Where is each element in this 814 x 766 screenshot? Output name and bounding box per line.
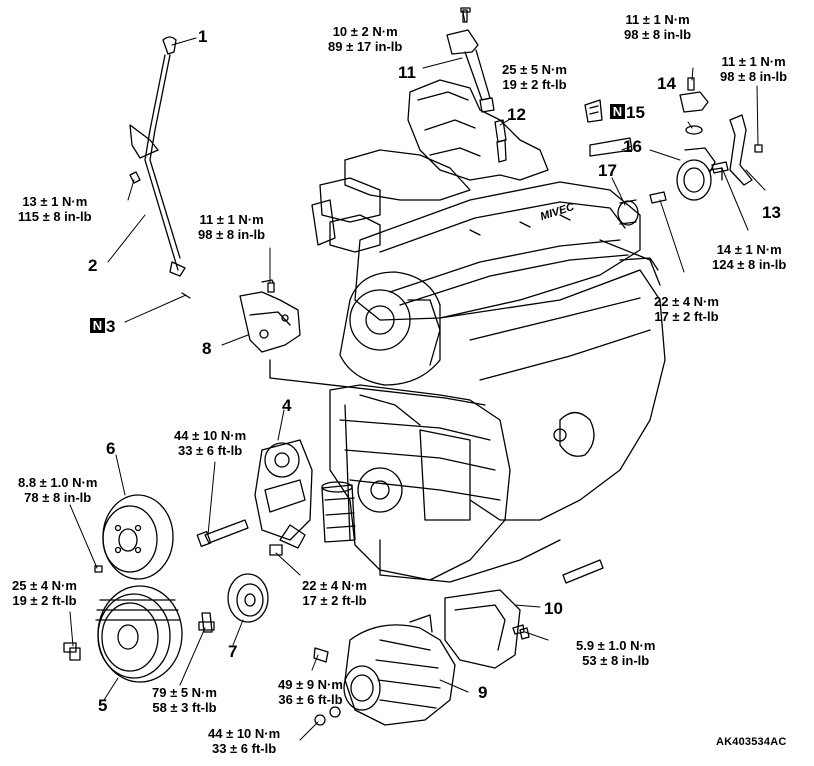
engine-block: [269, 79, 666, 583]
callout-13: 13: [762, 203, 781, 222]
new-part-mark: N: [610, 104, 625, 119]
bracket: [239, 291, 301, 353]
new-part-mark: N: [90, 318, 105, 333]
callout-1: 1: [198, 27, 208, 46]
callout-8: 8: [202, 339, 212, 358]
alternator: [343, 614, 456, 726]
callout-4: 4: [282, 396, 292, 415]
callout-2: 2: [88, 256, 98, 275]
callout-14: 14: [657, 74, 676, 93]
alternator-bracket: [444, 589, 521, 669]
sensor-bracket: [729, 114, 753, 186]
damper-pulley: [102, 494, 174, 580]
document-code: AK403534AC: [716, 736, 787, 748]
idler-pulley: [227, 573, 269, 623]
collar: [617, 199, 639, 226]
throttle-body: [589, 137, 723, 201]
spark-plug: [494, 119, 507, 163]
callout-7: 7: [228, 642, 238, 661]
ignition-coil: [446, 29, 495, 113]
callout-17: 17: [598, 161, 617, 180]
crankshaft-pulley: [95, 585, 183, 683]
callout-9: 9: [478, 683, 488, 702]
callout-11: 11: [398, 63, 416, 82]
leader-lines: [69, 11, 766, 741]
callout-10: 10: [544, 599, 563, 618]
callout-16: 16: [623, 137, 642, 156]
bolts: [63, 7, 763, 726]
callout-6: 6: [106, 439, 116, 458]
callout-12: 12: [507, 105, 526, 124]
cam-sensor: [679, 91, 709, 135]
belt-tensioner: [254, 439, 313, 549]
callout-5: 5: [98, 696, 108, 715]
o-ring: [584, 99, 603, 123]
oil-dipstick: [129, 36, 191, 299]
